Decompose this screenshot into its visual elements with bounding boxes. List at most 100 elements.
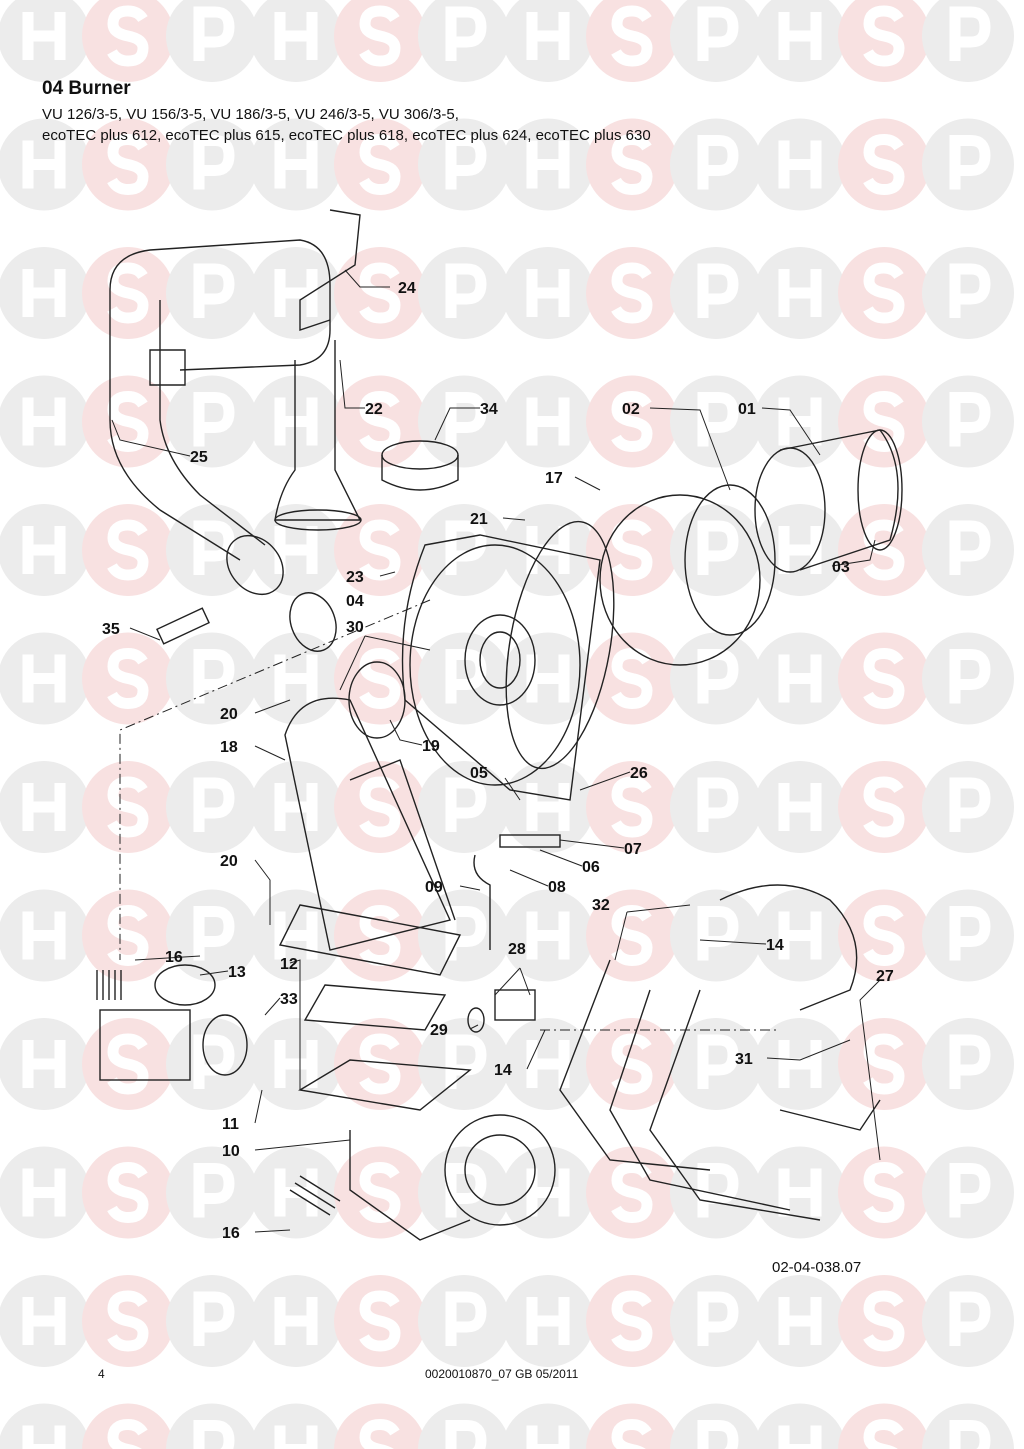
part-label[interactable]: 11 — [222, 1116, 239, 1133]
part-label[interactable]: 01 — [738, 401, 756, 418]
watermark-circle — [922, 118, 1014, 211]
watermark-letter-s-icon — [359, 647, 401, 710]
part-label[interactable]: 29 — [430, 1022, 448, 1039]
part-label[interactable]: 16 — [165, 949, 183, 966]
watermark-letter-h-icon — [22, 12, 66, 60]
sleeve — [381, 440, 459, 470]
part-label[interactable]: 20 — [220, 853, 238, 870]
watermark-letter-s-icon — [863, 647, 905, 710]
document-number: 0020010870_07 GB 05/2011 — [425, 1367, 579, 1381]
watermark-letter-p-icon — [949, 649, 991, 704]
part-label[interactable]: 16 — [222, 1225, 240, 1242]
watermark-letter-s-icon — [107, 390, 149, 453]
part-label[interactable]: 31 — [735, 1051, 753, 1068]
watermark-letter-h-icon — [274, 140, 318, 189]
plate — [149, 349, 186, 386]
watermark-letter-s-icon — [611, 904, 653, 967]
part-label[interactable]: 24 — [398, 280, 416, 297]
part-label[interactable]: 28 — [508, 941, 526, 958]
part-label[interactable]: 14 — [494, 1062, 512, 1079]
watermark-letter-p-icon — [949, 520, 991, 575]
part-label[interactable]: 21 — [470, 511, 488, 528]
watermark-letter-s-icon — [611, 5, 653, 67]
page-number: 4 — [98, 1367, 105, 1381]
watermark-circle — [166, 889, 258, 982]
part-label[interactable]: 08 — [548, 879, 566, 896]
part-label[interactable]: 02 — [622, 401, 640, 418]
watermark-letter-h-icon — [22, 269, 66, 317]
watermark-letter-p-icon — [445, 263, 487, 318]
diagram-reference: 02-04-038.07 — [772, 1259, 862, 1276]
part-label[interactable]: 32 — [592, 897, 610, 914]
part-label[interactable]: 22 — [365, 401, 383, 418]
watermark-letter-s-icon — [107, 133, 149, 196]
part-label[interactable]: 26 — [630, 765, 648, 782]
watermark-letter-p-icon — [697, 906, 739, 961]
part-label[interactable]: 03 — [832, 559, 850, 576]
watermark-letter-s-icon — [863, 262, 905, 324]
part-label[interactable]: 13 — [228, 964, 246, 981]
watermark-letter-p-icon — [949, 777, 991, 832]
part-label[interactable]: 34 — [480, 401, 498, 418]
part-label[interactable]: 04 — [346, 593, 364, 610]
part-label[interactable]: 25 — [190, 449, 208, 466]
ignition-cable — [473, 854, 491, 950]
watermark-letter-h-icon — [274, 1168, 318, 1217]
part-label[interactable]: 05 — [470, 765, 488, 782]
watermark-letter-h-icon — [22, 911, 66, 960]
part-label[interactable]: 14 — [766, 937, 784, 954]
watermark-letter-s-icon — [863, 5, 905, 67]
part-label[interactable]: 30 — [346, 619, 364, 636]
part-label[interactable]: 06 — [582, 859, 600, 876]
watermark-letter-p-icon — [193, 1291, 235, 1346]
watermark-letter-h-icon — [22, 1168, 66, 1217]
part-label[interactable]: 27 — [876, 968, 894, 985]
watermark-circle — [418, 247, 510, 339]
watermark-circle — [166, 1018, 258, 1110]
watermark-circle — [670, 504, 762, 596]
watermark-letter-s-icon — [359, 904, 401, 967]
watermark-letter-h-icon — [274, 397, 318, 446]
watermark-letter-h-icon — [274, 1040, 318, 1088]
fan — [298, 1059, 556, 1241]
watermark-letter-s-icon — [359, 390, 401, 453]
part-label[interactable]: 07 — [624, 841, 642, 858]
watermark-letter-s-icon — [107, 1418, 148, 1449]
part-label[interactable]: 33 — [280, 991, 298, 1008]
watermark-letter-h-icon — [526, 783, 570, 831]
watermark-letter-s-icon — [359, 262, 401, 324]
watermark-circle — [166, 1146, 258, 1239]
watermark-circle — [670, 632, 762, 725]
part-label[interactable]: 20 — [220, 706, 238, 723]
watermark-letter-p-icon — [949, 1291, 991, 1346]
part-label[interactable]: 09 — [425, 879, 443, 896]
watermark-circle — [418, 375, 510, 468]
watermark-letter-s-icon — [611, 133, 653, 196]
watermark-letter-h-icon — [274, 1425, 318, 1449]
watermark-letter-h-icon — [526, 140, 570, 189]
watermark-letter-p-icon — [949, 392, 991, 447]
watermark-letter-h-icon — [274, 1297, 318, 1345]
watermark-letter-p-icon — [193, 906, 235, 961]
watermark-letter-p-icon — [193, 1034, 235, 1089]
part-label[interactable]: 23 — [346, 569, 364, 586]
watermark-circle — [418, 118, 510, 211]
watermark-circle — [670, 1018, 762, 1110]
watermark-circle — [166, 1275, 258, 1367]
watermark-letter-s-icon — [107, 1033, 149, 1095]
part-label[interactable]: 35 — [102, 621, 120, 638]
watermark-circle — [922, 889, 1014, 982]
watermark-circle — [670, 375, 762, 468]
watermark-letter-h-icon — [22, 1425, 66, 1449]
watermark-letter-s-icon — [863, 1290, 905, 1352]
part-label[interactable]: 17 — [545, 470, 563, 487]
watermark-circle — [250, 1403, 342, 1449]
part-label[interactable]: 10 — [222, 1143, 240, 1160]
part-label[interactable]: 19 — [422, 738, 440, 755]
watermark-letter-h-icon — [22, 1297, 66, 1345]
part-label[interactable]: 18 — [220, 739, 238, 756]
watermark-letter-s-icon — [863, 904, 905, 967]
watermark-letter-p-icon — [697, 777, 739, 832]
part-label[interactable]: 12 — [280, 956, 298, 973]
